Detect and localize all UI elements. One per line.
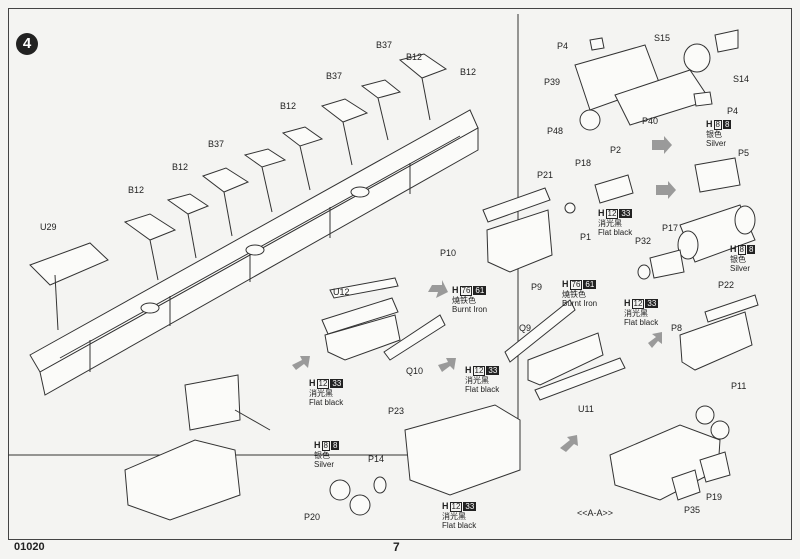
part-label-b37: B12	[280, 101, 297, 111]
engine-covers	[321, 187, 759, 401]
part-label-u11: U11	[578, 404, 594, 414]
engine-left	[124, 374, 271, 521]
part-label-b12: B12	[460, 67, 477, 77]
step-number-badge: 4	[16, 33, 38, 55]
part-label-p4: P4	[727, 106, 739, 116]
page-frame	[8, 8, 792, 540]
exhaust-assembly	[574, 29, 739, 131]
part-label-p11: P11	[731, 381, 747, 391]
part-label-b37: B12	[406, 52, 423, 62]
part-label-b37: B12	[172, 162, 189, 172]
part-label-p48: P48	[547, 126, 564, 136]
part-label-s15: S15	[654, 33, 671, 43]
page-number: 7	[393, 540, 400, 554]
part-label-p19: P19	[706, 492, 723, 502]
part-label-p1: P1	[580, 232, 592, 242]
engine-right	[609, 405, 731, 501]
part-label-p20: P20	[304, 512, 321, 522]
flow-arrows	[292, 136, 676, 452]
part-label-p21: P21	[537, 170, 554, 180]
part-label-b12: B37	[326, 71, 343, 81]
chassis-frame	[29, 109, 479, 396]
engine-center	[329, 404, 521, 516]
part-label-p40: P40	[642, 116, 659, 126]
part-label-p18: P18	[575, 158, 592, 168]
part-label-u12: U12	[333, 287, 350, 297]
part-label-p5: P5	[738, 148, 750, 158]
part-label-p23: P23	[388, 406, 405, 416]
part-label-p4: P4	[557, 41, 569, 51]
part-label-p22: P22	[718, 280, 735, 290]
part-label-p14: P14	[368, 454, 385, 464]
part-label-p35: P35	[684, 505, 701, 515]
muffler-assembly	[564, 157, 756, 280]
part-label-p10: P10	[440, 248, 457, 258]
b-plates	[123, 53, 448, 281]
part-u29	[29, 242, 109, 286]
part-label-p2: P2	[610, 145, 622, 155]
section-view-label: <<A-A>>	[577, 508, 614, 518]
part-label-u29: U29	[40, 222, 57, 232]
part-label-b12: B37	[208, 139, 225, 149]
part-label-q10: Q10	[406, 366, 424, 376]
part-label-p9: P9	[531, 282, 543, 292]
part-label-p17: P17	[662, 223, 679, 233]
part-label-q9: Q9	[519, 323, 532, 333]
part-label-b12: B12	[128, 185, 145, 195]
part-label-p32: P32	[635, 236, 652, 246]
product-code: 01020	[14, 541, 45, 553]
part-label-s14: S14	[733, 74, 750, 84]
part-label-p8: P8	[671, 323, 683, 333]
part-label-b37: B37	[376, 40, 393, 50]
part-label-p39: P39	[544, 77, 561, 87]
